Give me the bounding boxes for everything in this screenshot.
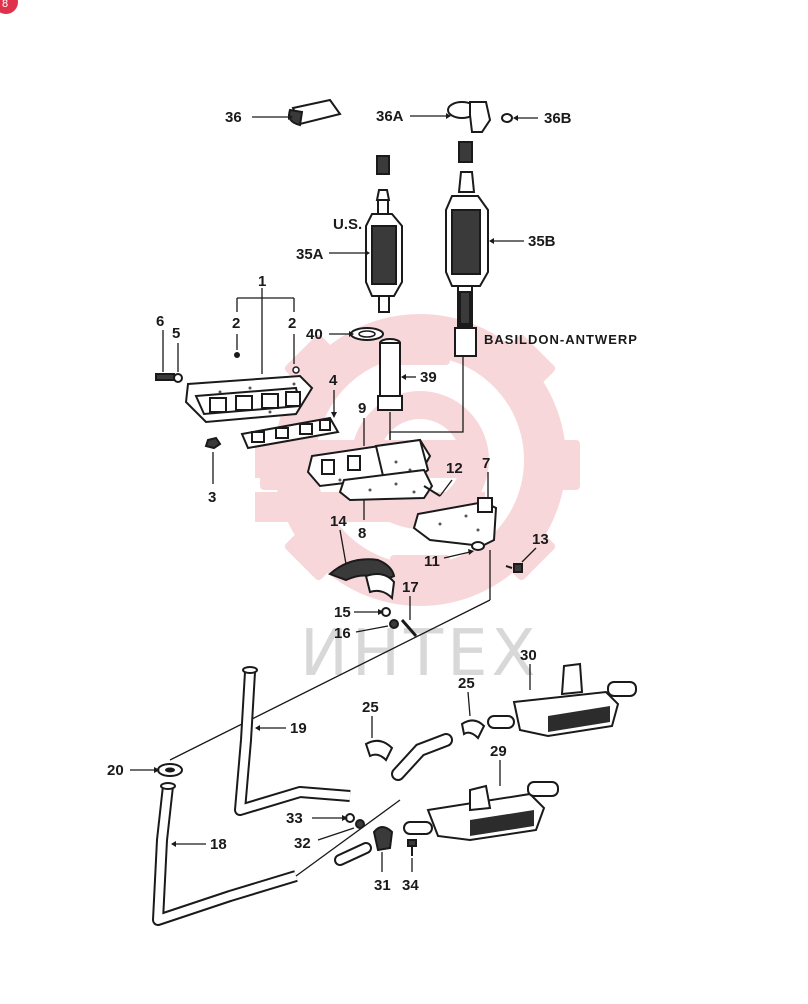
part-8-exhaust-manifold	[338, 468, 434, 520]
label-33: 33	[286, 810, 303, 827]
label-16: 16	[334, 625, 351, 642]
corner-badge: 8	[0, 0, 18, 14]
part-1-manifold	[184, 374, 314, 424]
label-2-right: 2	[288, 315, 296, 332]
part-33-nut	[312, 813, 355, 823]
label-3: 3	[208, 489, 216, 506]
part-11-clip	[443, 541, 485, 559]
label-5: 5	[172, 325, 180, 342]
part-15-nut	[354, 607, 391, 617]
label-32: 32	[294, 835, 311, 852]
label-9: 9	[358, 400, 366, 417]
label-31: 31	[374, 877, 391, 894]
part-2-plug-right	[292, 366, 300, 374]
label-us: U.S.	[333, 216, 362, 233]
intermediate-pipe	[391, 733, 453, 781]
part-4-gasket	[240, 390, 340, 450]
label-15: 15	[334, 604, 351, 621]
label-35a: 35A	[296, 246, 324, 263]
part-35a-muffler	[329, 155, 403, 313]
part-7-manifold	[412, 472, 498, 548]
corner-badge-text: 8	[2, 0, 8, 10]
label-36: 36	[225, 109, 242, 126]
part-39-pipe	[377, 338, 416, 411]
label-36b: 36B	[544, 110, 572, 127]
label-20: 20	[107, 762, 124, 779]
label-11: 11	[424, 553, 440, 570]
part-17-bolt	[400, 596, 418, 637]
label-12: 12	[446, 460, 463, 477]
label-25-left: 25	[362, 699, 379, 716]
label-17: 17	[402, 579, 419, 596]
label-6: 6	[156, 313, 164, 330]
label-1: 1	[258, 273, 266, 290]
part-14-heat-shield	[328, 529, 396, 601]
part-31-clamp	[372, 826, 394, 872]
part-36-clamp	[252, 98, 342, 127]
part-25-clamp-right	[460, 691, 486, 740]
part-30-rear-muffler	[487, 662, 637, 738]
part-16-washer	[355, 619, 399, 633]
part-29-muffler	[403, 760, 559, 842]
label-34: 34	[402, 877, 419, 894]
label-4: 4	[329, 372, 338, 389]
label-30: 30	[520, 647, 537, 664]
label-8: 8	[358, 525, 366, 542]
label-19: 19	[290, 720, 307, 737]
part-25-clamp-left	[364, 716, 394, 762]
label-2-left: 2	[232, 315, 240, 332]
label-29: 29	[490, 743, 507, 760]
label-18: 18	[210, 836, 227, 853]
part-18-pipe	[152, 782, 298, 926]
label-14: 14	[330, 513, 347, 530]
part-35b-muffler	[445, 141, 524, 357]
part-40-gasket	[329, 327, 384, 341]
label-basildon-antwerp: BASILDON-ANTWERP	[484, 332, 638, 347]
part-19-pipe	[234, 666, 351, 816]
part-36a-hanger	[410, 101, 492, 133]
label-36a: 36A	[376, 108, 404, 125]
label-13: 13	[532, 531, 549, 548]
part-32-washer	[317, 819, 365, 841]
part-20-flange	[130, 763, 183, 777]
label-25-right: 25	[458, 675, 475, 692]
part-36b-bolt	[501, 113, 538, 123]
label-7: 7	[482, 455, 490, 472]
label-39: 39	[420, 369, 437, 386]
part-13-bolt	[505, 547, 537, 573]
label-35b: 35B	[528, 233, 556, 250]
part-32-insulator	[334, 842, 372, 866]
label-40: 40	[306, 326, 323, 343]
part-5-washer	[173, 343, 183, 383]
part-34-bolt	[407, 839, 417, 872]
part-12-stud	[423, 479, 453, 497]
part-2-plug-left	[234, 352, 240, 358]
part-3-nut	[204, 436, 222, 484]
watermark-text: ИНТЕХ	[300, 617, 539, 691]
